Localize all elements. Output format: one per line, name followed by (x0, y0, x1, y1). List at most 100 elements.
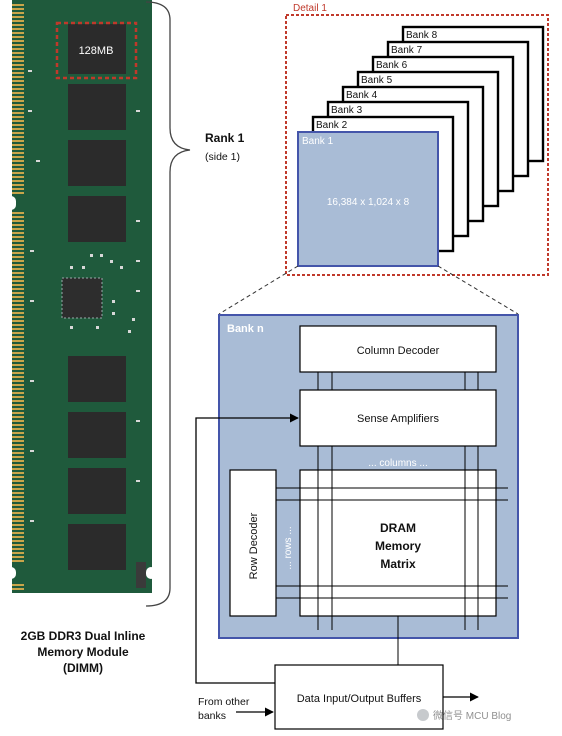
contact-pin (12, 140, 24, 142)
contact-pin (12, 304, 24, 306)
contact-pin (12, 372, 24, 374)
contact-pin (12, 328, 24, 330)
contact-pin (12, 444, 24, 446)
watermark-text: 微信号 MCU Blog (433, 709, 511, 722)
spd-chip (61, 277, 103, 319)
contact-pin (12, 116, 24, 118)
detail-box (285, 14, 549, 276)
dimm-notch-bottom-2 (146, 567, 156, 579)
contact-pin (12, 180, 24, 182)
dram-chip (68, 196, 126, 242)
contact-pin (12, 48, 24, 50)
contact-pin (12, 164, 24, 166)
rank-brace (145, 1, 191, 607)
contact-pin (12, 16, 24, 18)
dimm-components (28, 70, 140, 522)
contact-pin (12, 240, 24, 242)
contact-pin (12, 136, 24, 138)
contact-pin (12, 448, 24, 450)
contact-pin (12, 72, 24, 74)
contact-pin (12, 280, 24, 282)
bank-1-dims: 16,384 x 1,024 x 8 (327, 197, 410, 208)
contact-pin (12, 496, 24, 498)
contact-pin (12, 176, 24, 178)
from-other-label-2: banks (198, 710, 226, 722)
contact-pin (12, 76, 24, 78)
contact-pin (12, 584, 24, 586)
contact-pin (12, 548, 24, 550)
contact-pin (12, 192, 24, 194)
contact-pin (12, 108, 24, 110)
dimm-chips (61, 24, 146, 588)
contact-pin (12, 416, 24, 418)
contact-pin (12, 264, 24, 266)
contact-pin (12, 92, 24, 94)
contact-pin (12, 20, 24, 22)
dram-chip (68, 24, 126, 74)
contact-pin (12, 384, 24, 386)
contact-pin (12, 104, 24, 106)
contact-pin (12, 4, 24, 6)
contact-pin (12, 560, 24, 562)
bank-1-label: Bank 1 (302, 136, 334, 147)
contact-pin (12, 464, 24, 466)
contact-pin (12, 376, 24, 378)
contact-pin (12, 392, 24, 394)
contact-pin (12, 184, 24, 186)
contact-pin (12, 132, 24, 134)
contact-pin (12, 508, 24, 510)
contact-pin (12, 408, 24, 410)
dimm-module: 128MB (6, 0, 156, 593)
contact-pin (12, 64, 24, 66)
contact-pin (12, 332, 24, 334)
contact-pin (12, 340, 24, 342)
dimm-caption-line-1: 2GB DDR3 Dual Inline (20, 629, 146, 643)
bank-layer-label: Bank 8 (406, 30, 438, 41)
dimm-caption-line-2: Memory Module (37, 645, 129, 659)
contact-pin (12, 388, 24, 390)
contact-pin (12, 428, 24, 430)
dram-chip (68, 524, 126, 570)
contact-pin (12, 528, 24, 530)
contact-pin (12, 40, 24, 42)
contact-pin (12, 552, 24, 554)
contact-pin (12, 492, 24, 494)
contact-pin (12, 300, 24, 302)
contact-pin (12, 544, 24, 546)
contact-pin (12, 284, 24, 286)
contact-pin (12, 156, 24, 158)
contact-pin (12, 256, 24, 258)
contact-pin (12, 488, 24, 490)
matrix-lines (276, 470, 508, 630)
contact-pin (12, 244, 24, 246)
contact-pin (12, 160, 24, 162)
bank-layer-label: Bank 5 (361, 75, 393, 86)
detail-label: Detail 1 (293, 3, 327, 14)
column-decoder-label: Column Decoder (357, 345, 440, 357)
contact-pin (12, 272, 24, 274)
contact-pin (12, 124, 24, 126)
from-other-label-1: From other (198, 696, 250, 708)
contact-pin (12, 288, 24, 290)
contact-pin (12, 556, 24, 558)
column-decoder (299, 325, 497, 373)
contact-pin (12, 360, 24, 362)
contact-pin (12, 168, 24, 170)
contact-pin (12, 396, 24, 398)
dimm-notch-top (6, 196, 16, 210)
contact-pin (12, 364, 24, 366)
contact-pin (12, 296, 24, 298)
contact-pin (12, 24, 24, 26)
contact-pin (12, 404, 24, 406)
dram-chip (68, 468, 126, 514)
contact-pin (12, 504, 24, 506)
small-chip (136, 562, 146, 588)
contact-pin (12, 316, 24, 318)
contact-pin (12, 84, 24, 86)
contact-pin (12, 480, 24, 482)
bank-layer-label: Bank 2 (316, 120, 348, 131)
contact-pin (12, 472, 24, 474)
contact-pin (12, 172, 24, 174)
contact-pin (12, 276, 24, 278)
bank-n-title: Bank n (227, 323, 264, 335)
